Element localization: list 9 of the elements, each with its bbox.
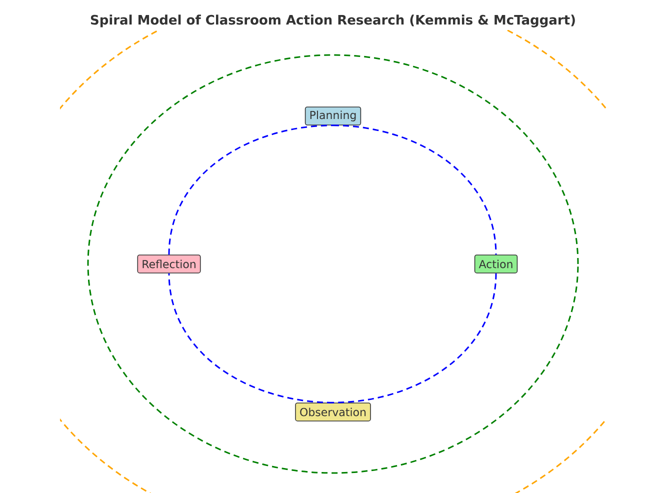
stage-box: Observation — [295, 402, 371, 422]
stage-box: Planning — [304, 106, 362, 126]
stage-box: Action — [474, 254, 518, 274]
dashed-arc — [168, 124, 334, 255]
dashed-arc — [168, 273, 334, 404]
dashed-arc — [332, 124, 497, 255]
title: Spiral Model of Classroom Action Research (Kemmis & McTaggart) — [90, 14, 575, 28]
dashed-arc — [332, 273, 497, 404]
stage-box: Reflection — [137, 254, 201, 274]
